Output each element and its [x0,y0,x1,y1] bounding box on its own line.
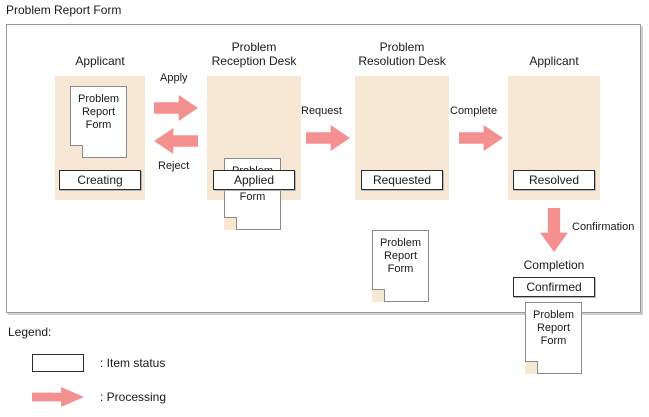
page-fold-icon [525,361,538,374]
document-icon-problem-resolution-desk: Problem Report Form [372,230,429,302]
status-badge-confirmed: Confirmed [513,277,595,297]
document-icon-label: Problem Report Form [78,93,119,131]
lane-title-applicant-resolved: Applicant [529,54,579,68]
transition-label-apply: Apply [160,72,188,84]
lane-title-problem-reception-desk: Problem Reception Desk [211,40,297,68]
document-icon-label: Problem Report Form [533,309,574,347]
status-badge-creating: Creating [59,170,141,190]
page-fold-icon [372,289,385,302]
transition-label-complete: Complete [450,105,498,117]
legend-title: Legend: [8,325,52,339]
completion-label: Completion [523,258,585,272]
document-icon-label: Problem Report Form [380,237,421,275]
legend-status-swatch [32,354,84,372]
page-fold-icon [70,145,83,158]
legend-arrow-swatch [32,387,84,407]
status-badge-applied: Applied [213,170,295,190]
document-icon-problem-reception-desk: Problem Report Form [224,158,281,230]
transition-label-reject: Reject [158,160,190,172]
status-badge-resolved: Resolved [513,170,595,190]
page-title: Problem Report Form [6,3,122,17]
document-icon-applicant-resolved: Problem Report Form [525,302,582,374]
lane-title-problem-resolution-desk: Problem Resolution Desk [358,40,446,68]
status-badge-requested: Requested [361,170,443,190]
transition-label-confirmation: Confirmation [572,221,635,233]
lane-title-applicant-creating: Applicant [75,54,125,68]
legend-label-processing: : Processing [100,390,167,404]
legend-label-item-status: : Item status [100,356,166,370]
transition-label-request: Request [301,105,342,117]
document-icon-applicant-creating: Problem Report Form [70,86,127,158]
page-fold-icon [224,217,237,230]
